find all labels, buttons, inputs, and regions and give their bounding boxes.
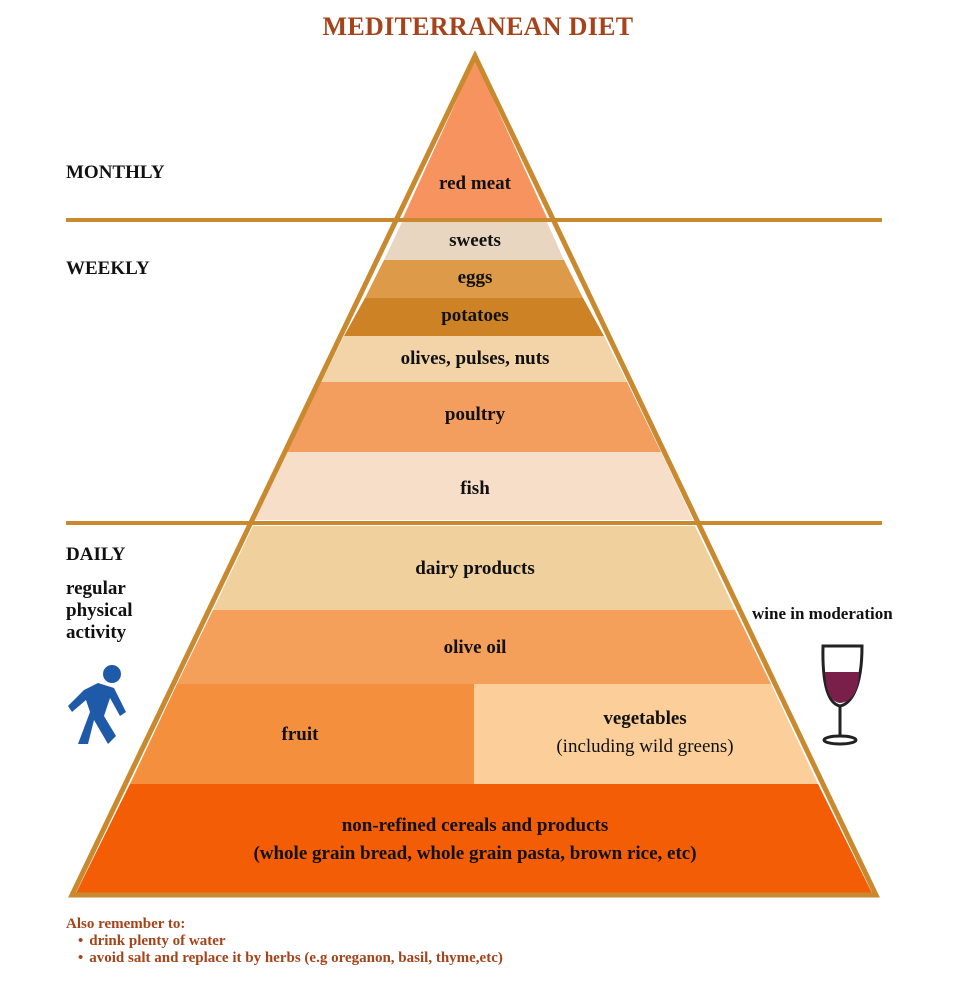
tier-label-olive-oil: olive oil bbox=[443, 637, 507, 658]
activity-line-3: activity bbox=[66, 622, 127, 643]
notes-heading: Also remember to: bbox=[66, 916, 186, 932]
note-text: avoid salt and replace it by herbs (e.g … bbox=[89, 950, 503, 966]
wine-glass-icon bbox=[821, 644, 864, 746]
diagram-title: MEDITERRANEAN DIET bbox=[322, 12, 634, 41]
label-monthly: MONTHLY bbox=[66, 162, 165, 183]
tier-label-olives: olives, pulses, nuts bbox=[400, 348, 550, 369]
tier-label-cereals: non-refined cereals and products (whole … bbox=[130, 812, 820, 868]
tier-label-sweets: sweets bbox=[449, 230, 501, 251]
cereals-note: (whole grain bread, whole grain pasta, b… bbox=[253, 843, 697, 864]
tier-potatoes bbox=[344, 298, 604, 336]
tier-fruit bbox=[130, 684, 474, 784]
tier-red-meat bbox=[403, 60, 547, 218]
tier-poultry bbox=[287, 382, 661, 452]
list-item: • drink plenty of water bbox=[66, 933, 503, 950]
vegetables-note: (including wild greens) bbox=[556, 736, 734, 757]
activity-line-2: physical bbox=[66, 600, 133, 621]
tier-label-poultry: poultry bbox=[444, 404, 506, 425]
cereals-title: non-refined cereals and products bbox=[341, 815, 609, 836]
tier-cereals bbox=[76, 784, 872, 893]
label-weekly: WEEKLY bbox=[66, 258, 150, 279]
tier-olives bbox=[321, 336, 627, 382]
tier-label-red-meat: red meat bbox=[439, 173, 511, 194]
bullet: • bbox=[78, 950, 84, 966]
wine-label: wine in moderation bbox=[752, 604, 893, 623]
note-text: drink plenty of water bbox=[89, 933, 226, 949]
tier-olive-oil bbox=[177, 610, 771, 684]
list-item: • avoid salt and replace it by herbs (e.g… bbox=[66, 950, 503, 967]
reminder-notes: Also remember to: • drink plenty of water… bbox=[66, 916, 503, 967]
bullet: • bbox=[78, 933, 84, 949]
tier-label-eggs: eggs bbox=[457, 267, 493, 288]
tier-dairy bbox=[213, 526, 735, 610]
tier-sweets bbox=[384, 222, 564, 260]
notes-list: • drink plenty of water • avoid salt and r… bbox=[66, 933, 503, 967]
person-walking-icon bbox=[68, 665, 126, 744]
vegetables-title: vegetables bbox=[603, 708, 687, 729]
physical-activity-label: regular physical activity bbox=[66, 578, 186, 644]
tier-eggs bbox=[365, 260, 583, 298]
tier-vegetables bbox=[474, 684, 818, 784]
tier-label-fruit: fruit bbox=[281, 724, 319, 745]
activity-line-1: regular bbox=[66, 578, 126, 599]
tier-label-dairy: dairy products bbox=[415, 558, 535, 579]
tier-fish bbox=[255, 452, 693, 520]
tier-label-fish: fish bbox=[460, 478, 490, 499]
tier-label-potatoes: potatoes bbox=[441, 305, 509, 326]
label-daily: DAILY bbox=[66, 544, 126, 565]
pyramid-outline bbox=[68, 50, 880, 898]
tier-label-vegetables: vegetables (including wild greens) bbox=[500, 705, 790, 761]
